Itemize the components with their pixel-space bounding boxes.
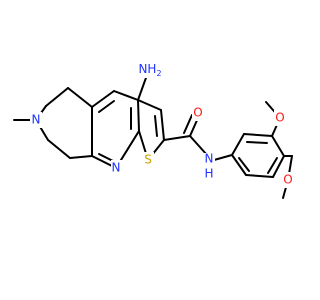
- bond: [272, 155, 285, 178]
- label-background: [142, 152, 154, 168]
- bond: [267, 157, 278, 174]
- label-background: [274, 110, 286, 126]
- label-background: [30, 112, 42, 128]
- ring-nitrogen-label: N: [32, 113, 41, 127]
- bond: [189, 135, 208, 156]
- methoxy-oxygen-label-1: O: [275, 111, 284, 125]
- bond: [91, 90, 115, 108]
- bond: [245, 174, 274, 178]
- pyridine-nitrogen-label: N: [112, 161, 121, 175]
- thiophene-sulfur-label: S: [144, 153, 152, 167]
- bond: [231, 154, 247, 176]
- bond: [137, 99, 162, 111]
- amino-subscript-label: 2: [156, 69, 161, 78]
- label-background: [203, 153, 215, 179]
- atom-labels: N N S NH2 O N H O O: [30, 62, 294, 188]
- bond: [98, 153, 114, 162]
- bond: [67, 87, 93, 108]
- label-background: [138, 62, 164, 78]
- bond: [69, 155, 93, 159]
- bond: [137, 74, 148, 101]
- bond: [113, 90, 139, 101]
- bond: [246, 141, 268, 144]
- carbonyl-oxygen-label: O: [193, 106, 202, 120]
- bond: [98, 100, 115, 113]
- bond: [154, 115, 158, 137]
- amide-nitrogen-label: N: [205, 152, 214, 166]
- bond: [243, 133, 273, 137]
- bond: [238, 157, 250, 172]
- bond: [45, 87, 69, 107]
- amino-label: NH2: [138, 62, 161, 78]
- bond: [47, 139, 71, 159]
- bond: [213, 154, 233, 161]
- bond-layer: [13, 74, 293, 199]
- bond: [137, 99, 140, 132]
- label-background: [282, 172, 294, 188]
- bond: [271, 135, 285, 157]
- molecule-diagram: N N S NH2 O N H O O: [13, 62, 294, 199]
- bond: [183, 114, 193, 134]
- label-background: [192, 105, 204, 121]
- bond: [160, 109, 165, 141]
- bond: [163, 135, 191, 141]
- amide-hydrogen-label: H: [204, 167, 213, 181]
- bond: [231, 133, 245, 156]
- amino-main-label: NH: [138, 62, 156, 76]
- label-background: [111, 160, 123, 176]
- methoxy-oxygen-label-2: O: [283, 173, 292, 187]
